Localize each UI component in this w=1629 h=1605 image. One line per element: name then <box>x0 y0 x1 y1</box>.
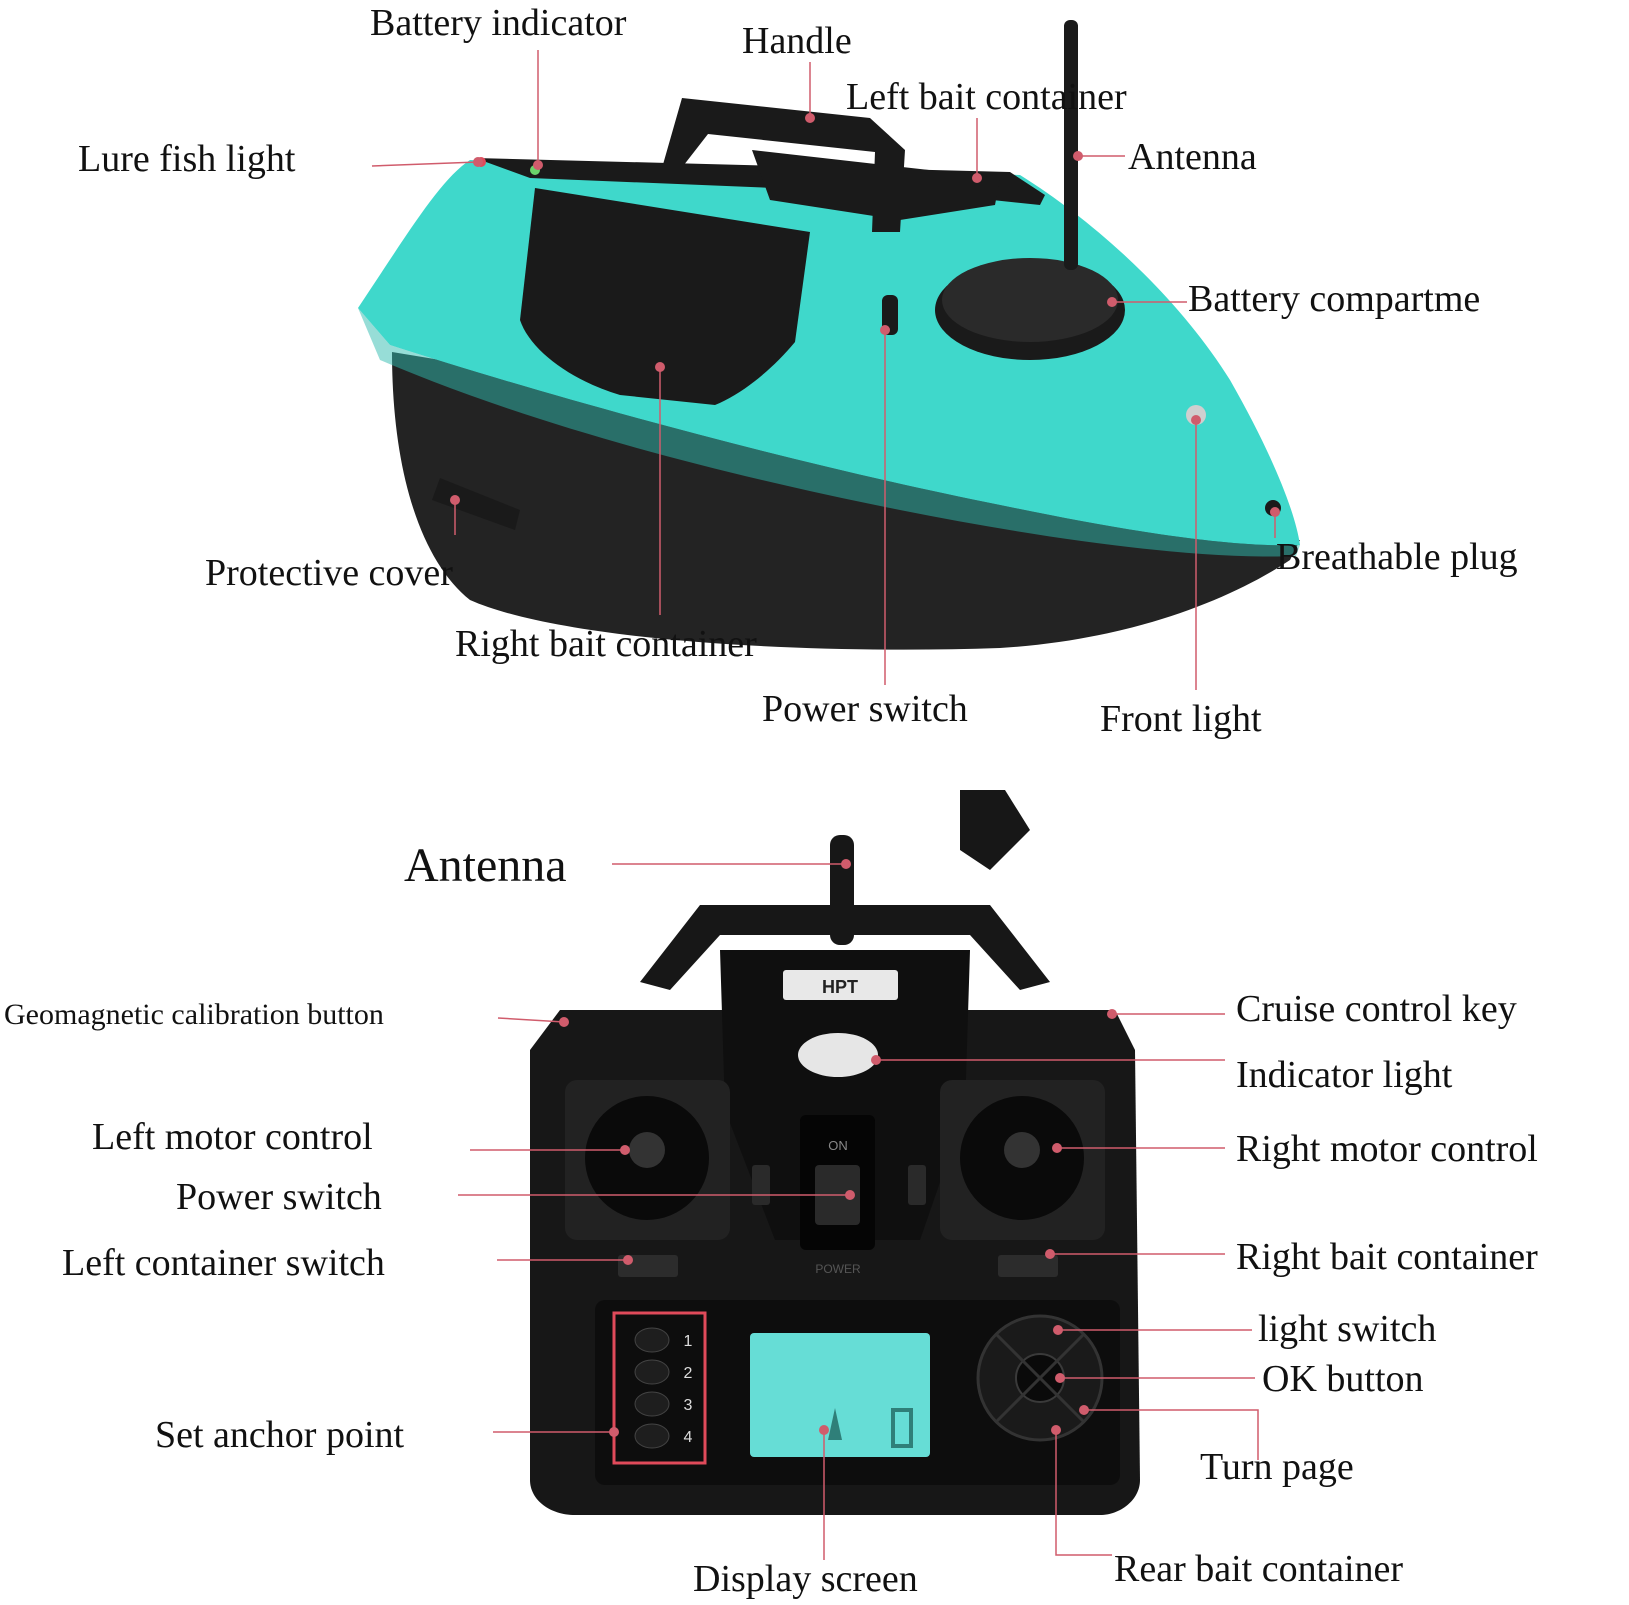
label-handle: Handle <box>742 20 852 62</box>
battery-compartment-top <box>942 258 1118 342</box>
anchor-number-4: 4 <box>684 1429 693 1446</box>
lanyard-tag <box>960 790 1030 870</box>
left-joystick-stick <box>629 1132 665 1168</box>
left-trim <box>752 1165 770 1205</box>
label-antenna-boat: Antenna <box>1128 136 1257 178</box>
leader-geomagnetic <box>497 1017 565 1023</box>
dot-antenna <box>1073 151 1083 161</box>
label-display-screen: Display screen <box>693 1558 918 1600</box>
dot-lure-fish-light <box>473 157 483 167</box>
label-battery-indicator: Battery indicator <box>370 2 627 44</box>
label-turn-page: Turn page <box>1200 1446 1354 1488</box>
right-container-switch <box>998 1255 1058 1277</box>
label-power-switch-boat: Power switch <box>762 688 968 730</box>
leader-rear-bait-container <box>1055 1430 1112 1556</box>
anchor-number-1: 1 <box>684 1333 693 1350</box>
anchor-highlight-box <box>612 1311 707 1465</box>
dot-right-bait-container-remote <box>1045 1249 1055 1259</box>
dot-power-switch <box>880 325 890 335</box>
label-lure-fish-light: Lure fish light <box>78 138 296 180</box>
label-front-light: Front light <box>1100 698 1262 740</box>
lcd-boat-glyph <box>828 1408 842 1440</box>
boat-handle <box>662 98 905 232</box>
label-ok-button: OK button <box>1262 1358 1424 1400</box>
label-rear-bait-container: Rear bait container <box>1114 1548 1404 1590</box>
label-battery-compartment: Battery compartme <box>1188 278 1481 320</box>
center-panel <box>720 950 970 1240</box>
protective-cover <box>432 478 520 530</box>
dot-right-motor <box>1052 1143 1062 1153</box>
label-power-switch-remote: Power switch <box>176 1176 382 1218</box>
right-trim <box>908 1165 926 1205</box>
dot-left-motor <box>620 1145 630 1155</box>
boat-right-bait-box <box>520 188 810 405</box>
leader-turn-page <box>1084 1409 1259 1460</box>
dot-battery-compartment <box>1107 297 1117 307</box>
anchor-number-3: 3 <box>684 1397 693 1414</box>
remote-on-text: ON <box>828 1138 848 1153</box>
label-geomagnetic-calibration: Geomagnetic calibration button <box>4 998 384 1031</box>
remote-controller-illustration <box>530 790 1140 1515</box>
dot-remote-antenna <box>841 859 851 869</box>
remote-power-text: POWER <box>815 1262 861 1276</box>
anchor-button-1 <box>634 1327 670 1353</box>
boat-left-bait-box <box>752 150 1000 220</box>
label-cruise-control-key: Cruise control key <box>1236 988 1517 1030</box>
anchor-number-2: 2 <box>684 1365 693 1382</box>
dot-left-bait-container <box>972 173 982 183</box>
anchor-button-2 <box>634 1359 670 1385</box>
label-breathable-plug: Breathable plug <box>1276 536 1518 578</box>
right-joystick-stick <box>1004 1132 1040 1168</box>
dot-rear-bait-container <box>1051 1425 1061 1435</box>
dot-power-switch-remote <box>845 1190 855 1200</box>
dot-geomagnetic <box>559 1017 569 1027</box>
left-container-switch <box>618 1255 678 1277</box>
remote-antenna <box>830 835 854 945</box>
label-right-bait-container-boat: Right bait container <box>455 623 757 665</box>
dot-cruise-control <box>1107 1009 1117 1019</box>
label-left-bait-container: Left bait container <box>846 76 1127 118</box>
label-right-bait-container-remote: Right bait container <box>1236 1236 1538 1278</box>
lcd-digit <box>891 1408 913 1448</box>
leader-dots <box>450 113 1280 1437</box>
anchor-button-4 <box>634 1423 670 1449</box>
label-light-switch: light switch <box>1258 1308 1437 1350</box>
dot-turn-page <box>1079 1405 1089 1415</box>
antenna-icon <box>1064 20 1078 270</box>
dot-battery-indicator <box>533 160 543 170</box>
lcd-screen-icon <box>750 1333 930 1457</box>
dot-protective-cover <box>450 495 460 505</box>
anchor-button-3 <box>634 1391 670 1417</box>
label-set-anchor-point: Set anchor point <box>155 1414 405 1456</box>
dpad-divider-b <box>994 1332 1086 1424</box>
dot-breathable-plug <box>1270 507 1280 517</box>
label-right-motor-control: Right motor control <box>1236 1128 1538 1170</box>
dot-front-light <box>1191 415 1201 425</box>
dot-display-screen <box>819 1425 829 1435</box>
leader-lure-fish-light <box>371 161 479 167</box>
hpt-plate <box>783 970 898 1000</box>
dot-ok-button <box>1055 1373 1065 1383</box>
dot-handle <box>805 113 815 123</box>
label-indicator-light: Indicator light <box>1236 1054 1453 1096</box>
dot-set-anchor <box>609 1427 619 1437</box>
label-antenna-remote: Antenna <box>404 839 567 892</box>
remote-brand: HPT <box>822 977 858 997</box>
dot-indicator-light <box>871 1055 881 1065</box>
label-left-container-switch: Left container switch <box>62 1242 385 1284</box>
label-protective-cover: Protective cover <box>205 552 453 594</box>
remote-handle <box>640 905 1050 990</box>
bait-boat-illustration <box>358 20 1300 650</box>
indicator-light <box>798 1033 878 1077</box>
dot-light-switch <box>1053 1325 1063 1335</box>
dot-right-bait-container <box>655 362 665 372</box>
label-left-motor-control: Left motor control <box>92 1116 373 1158</box>
power-switch-knob <box>882 295 898 335</box>
dot-left-container-switch <box>623 1255 633 1265</box>
leader-lines <box>371 50 1276 1560</box>
